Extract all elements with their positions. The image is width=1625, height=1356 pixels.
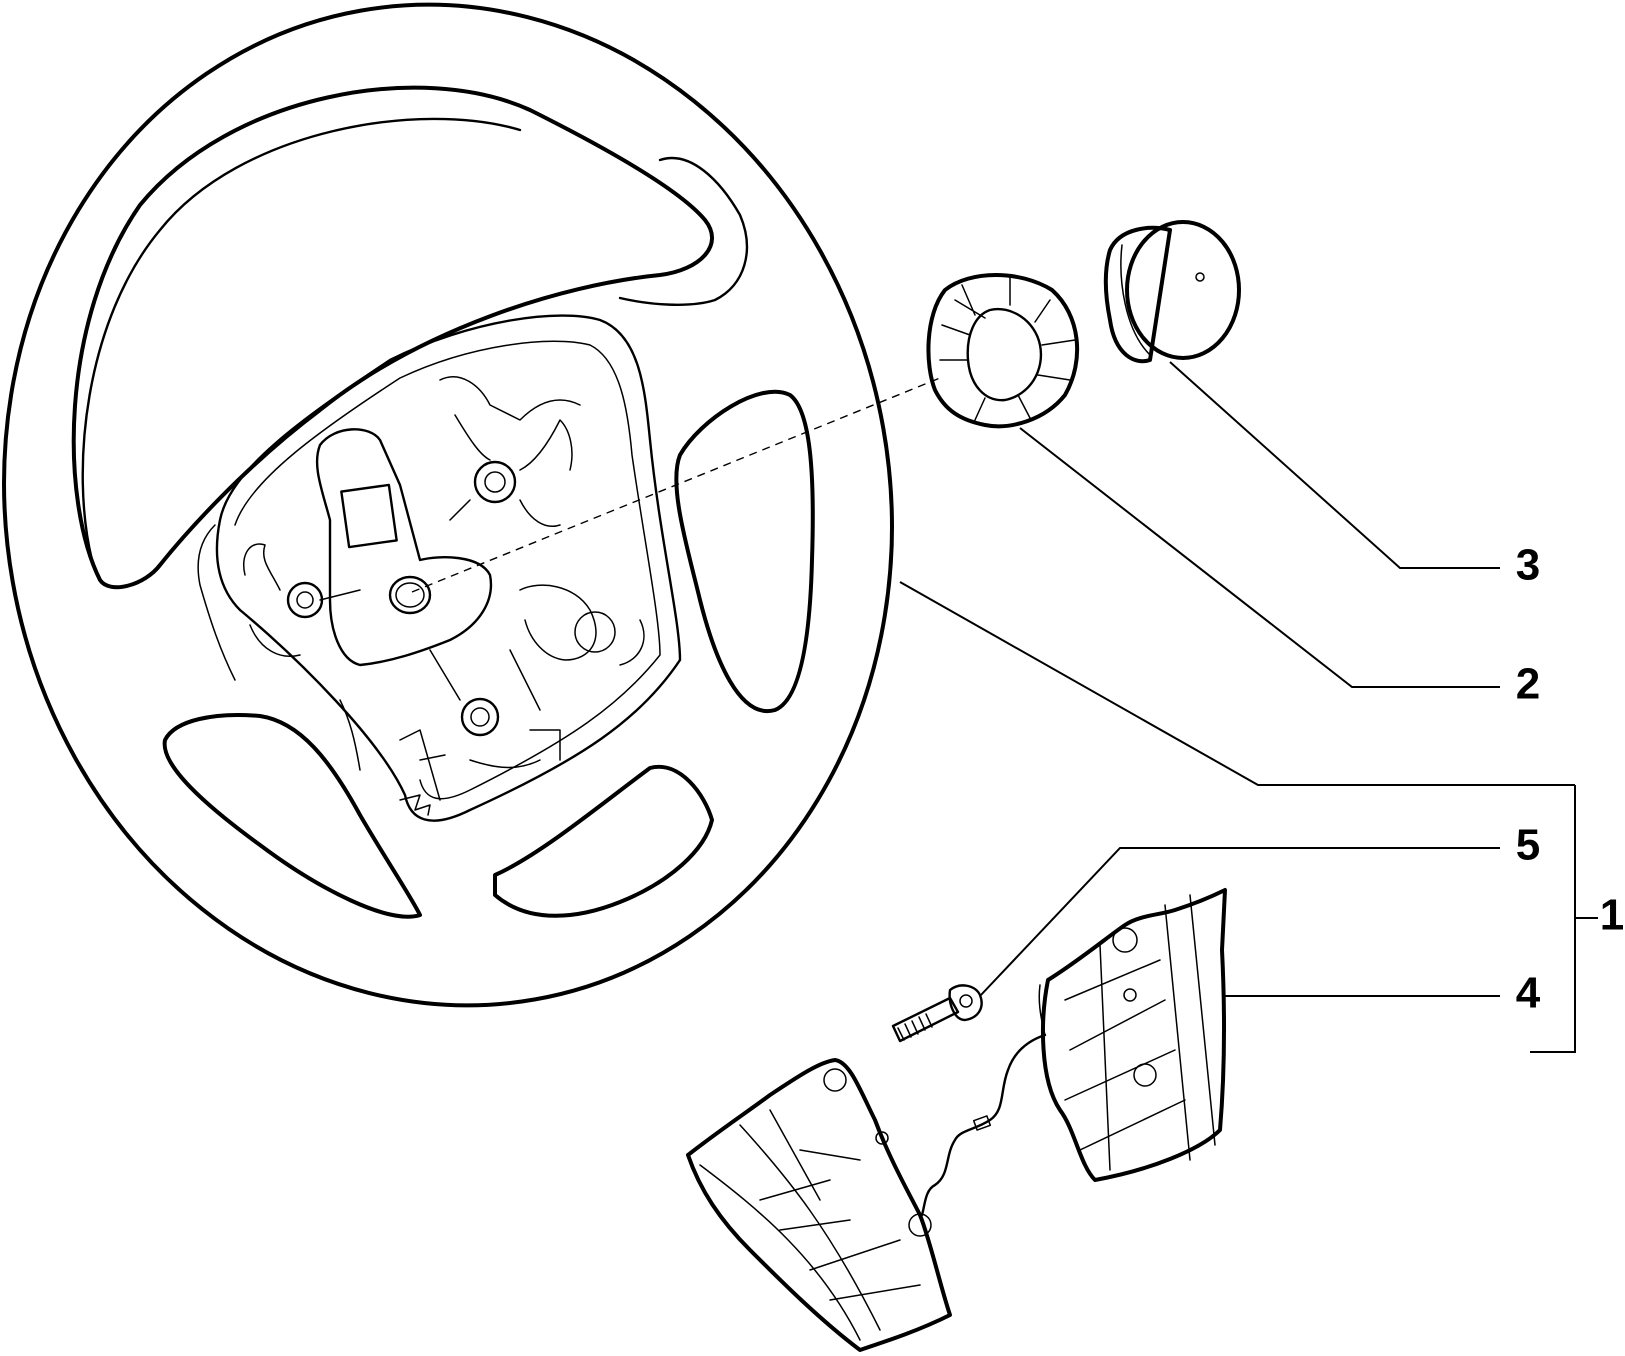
wheel-left-spoke <box>197 524 236 681</box>
hub-screw-upper <box>473 460 517 504</box>
steering-wheel <box>2 2 894 1008</box>
leader-line-3 <box>1169 361 1500 569</box>
callout-4: 4 <box>1516 969 1541 1018</box>
control-module-right-hole-mid <box>1123 988 1137 1002</box>
bolt-shank <box>891 996 960 1043</box>
wheel-hub-plate-inner <box>234 340 661 800</box>
hub-nut-outer <box>926 273 1080 429</box>
wheel-upper-opening-inner <box>81 117 522 562</box>
callout-2: 2 <box>1516 660 1540 709</box>
wiring-connector <box>972 1115 992 1131</box>
callout-5: 5 <box>1516 821 1540 870</box>
hub-nut <box>926 273 1080 429</box>
assembly-axis-line <box>411 377 941 593</box>
control-module-right <box>1041 888 1227 1182</box>
hub-cap-rim <box>1103 225 1172 364</box>
hub-nut-inner-ring <box>966 307 1043 402</box>
wheel-hub-plate <box>215 314 682 822</box>
hub-nut-ribs <box>939 274 1076 421</box>
bolt-thread <box>897 1013 933 1041</box>
hub-screw-lower <box>460 697 500 737</box>
hub-cap <box>1103 220 1241 364</box>
hub-screw-left-core <box>296 591 314 609</box>
wheel-right-slot <box>674 389 815 714</box>
wheel-upper-opening <box>71 85 714 590</box>
control-module-right-hole-bottom <box>1133 1063 1157 1087</box>
wheel-lower-left-slot <box>162 713 422 919</box>
hub-central-boss <box>388 575 432 615</box>
leader-lines <box>899 361 1598 1053</box>
hub-screw-left <box>286 581 324 619</box>
wheel-lower-right-slot <box>493 764 714 918</box>
control-module-right-face <box>1064 894 1216 1171</box>
control-module-left-hole-mid <box>875 1131 889 1145</box>
control-module-right-outline <box>1041 888 1227 1182</box>
wheel-outer-rim <box>2 2 894 1008</box>
hub-spine <box>315 428 493 667</box>
hub-cap-center-dot <box>1195 272 1205 282</box>
hub-window <box>340 483 398 549</box>
leader-line-2 <box>1019 427 1500 688</box>
wiring-harness-top <box>1038 984 1046 1036</box>
control-module-left-outline <box>686 1058 952 1352</box>
wiring-harness <box>920 1033 1047 1217</box>
hub-detail-arms <box>243 376 645 816</box>
bracket-1 <box>1530 785 1576 1053</box>
bolt-head-socket <box>959 994 973 1008</box>
hub-cap-face <box>1125 220 1241 360</box>
control-module-right-hole-top <box>1112 927 1138 953</box>
hub-central-boss-ring <box>395 582 425 608</box>
wheel-top-right-segment <box>618 157 748 306</box>
hub-screw-upper-core <box>484 471 506 493</box>
callout-3: 3 <box>1516 541 1540 590</box>
bolt <box>891 984 983 1043</box>
leader-line-1 <box>899 581 1575 786</box>
callout-numbers: 3 2 5 1 4 <box>1516 541 1624 1018</box>
hub-screw-lower-core <box>470 707 490 727</box>
leader-line-5 <box>979 847 1500 997</box>
control-module-left <box>686 1058 952 1352</box>
hub-cap-rim-line <box>1120 244 1151 356</box>
control-module-left-face <box>699 1109 921 1341</box>
hub-screw-right <box>574 611 616 653</box>
callout-1: 1 <box>1600 891 1624 940</box>
control-module-left-hole-top <box>823 1068 847 1092</box>
bolt-head <box>948 984 983 1022</box>
control-module-left-hole-bottom <box>908 1213 932 1237</box>
